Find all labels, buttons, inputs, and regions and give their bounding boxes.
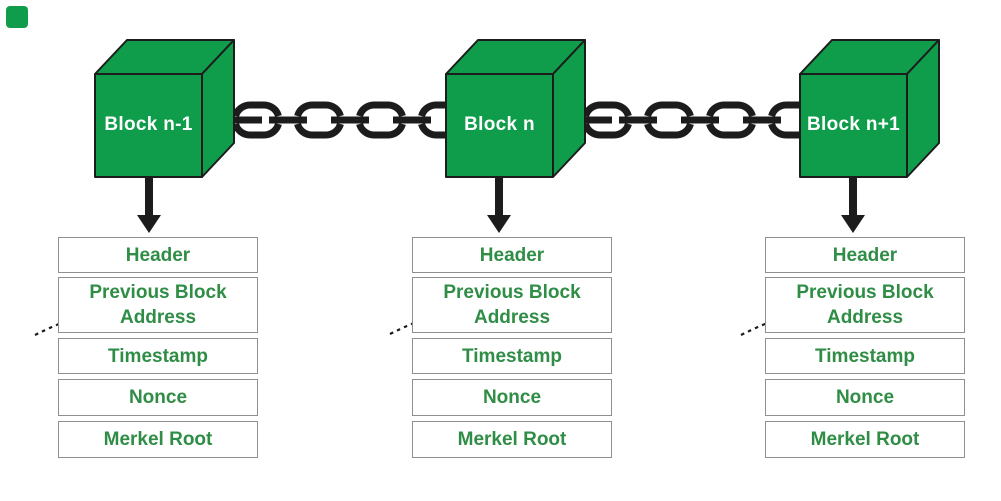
down-arrow-icon-right — [841, 178, 865, 233]
field-box-nonce: Nonce — [58, 379, 258, 416]
cube-icon-block-n — [445, 39, 586, 178]
field-box-timestamp: Timestamp — [58, 338, 258, 374]
chain-link-left — [224, 105, 464, 135]
field-box-merkel-root: Merkel Root — [765, 421, 965, 458]
corner-color-swatch — [6, 6, 28, 28]
field-box-header: Header — [58, 237, 258, 273]
block-label-n-1: Block n-1 — [104, 114, 193, 135]
field-box-prev-address: Previous Block Address — [412, 277, 612, 333]
field-box-timestamp: Timestamp — [412, 338, 612, 374]
down-arrow-icon-left — [137, 178, 161, 233]
block-label-n-plus-1: Block n+1 — [807, 114, 900, 135]
field-box-header: Header — [412, 237, 612, 273]
field-box-timestamp: Timestamp — [765, 338, 965, 374]
cube-icon-block-n-plus-1 — [799, 39, 940, 178]
field-box-nonce: Nonce — [412, 379, 612, 416]
field-box-merkel-root: Merkel Root — [412, 421, 612, 458]
field-box-prev-address: Previous Block Address — [765, 277, 965, 333]
field-box-header: Header — [765, 237, 965, 273]
cube-icon-block-n-1 — [94, 39, 235, 178]
down-arrow-icon-middle — [487, 178, 511, 233]
field-box-prev-address: Previous Block Address — [58, 277, 258, 333]
chain-link-right — [574, 105, 814, 135]
field-box-nonce: Nonce — [765, 379, 965, 416]
block-label-n: Block n — [464, 114, 535, 135]
field-box-merkel-root: Merkel Root — [58, 421, 258, 458]
